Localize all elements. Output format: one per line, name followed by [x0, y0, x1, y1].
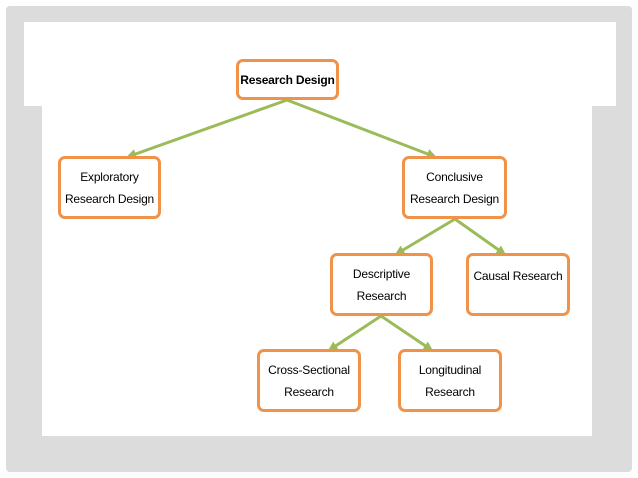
node-causal-research: Causal Research [466, 253, 570, 316]
node-research-design: Research Design [236, 59, 339, 100]
edge-conclusive-descriptive [394, 217, 456, 256]
edge-descriptive-crosssectional [327, 314, 382, 352]
edge-conclusive-causal [454, 217, 507, 256]
edge-descriptive-longitudinal [380, 314, 434, 352]
edge-root-exploratory [126, 98, 288, 159]
node-exploratory-research-design: Exploratory Research Design [58, 156, 161, 219]
node-longitudinal-research: Longitudinal Research [398, 349, 502, 412]
node-conclusive-research-design: Conclusive Research Design [402, 156, 507, 219]
edge-root-conclusive [286, 98, 437, 159]
node-cross-sectional-research: Cross-Sectional Research [257, 349, 361, 412]
node-descriptive-research: Descriptive Research [330, 253, 433, 316]
